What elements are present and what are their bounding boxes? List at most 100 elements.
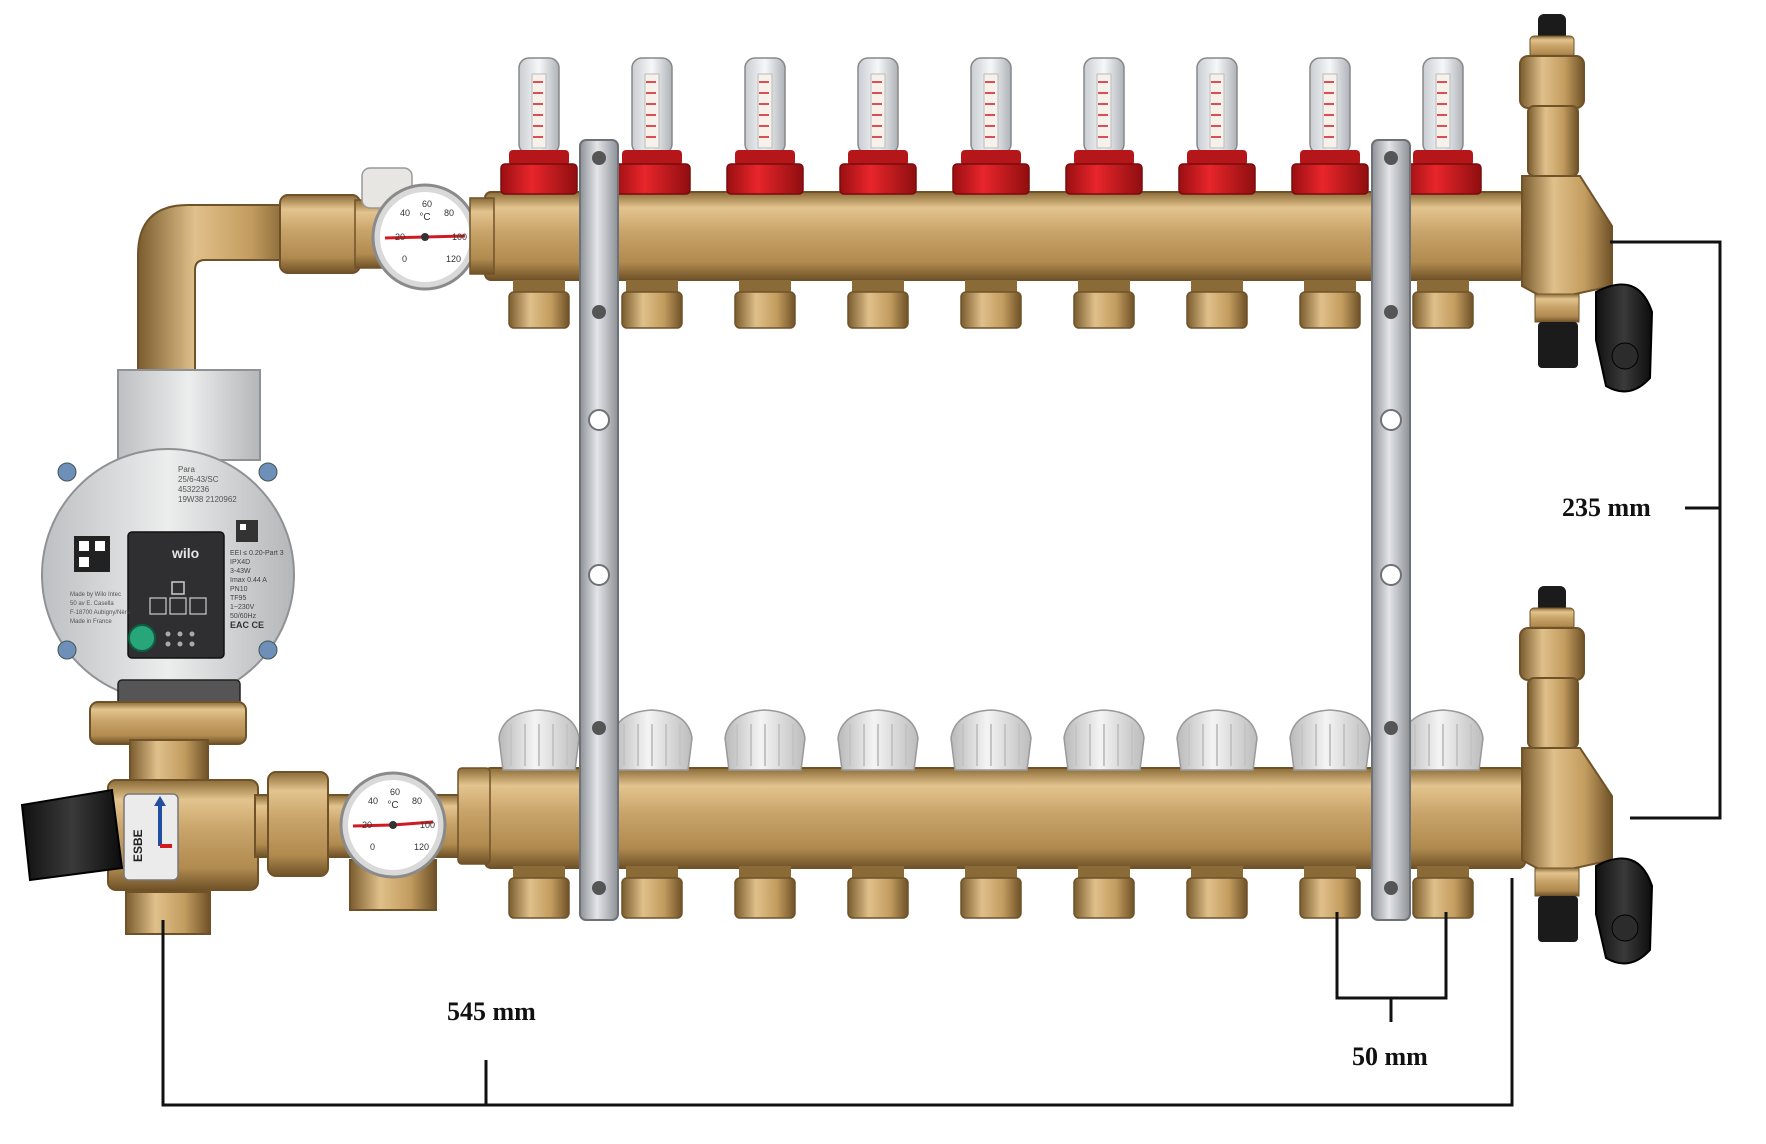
supply-coupling [469, 197, 495, 275]
return-outlet [1412, 866, 1474, 919]
pump-origin-line: 50 av E. Casella [70, 601, 114, 607]
supply-outlet [1299, 280, 1361, 329]
pump-origin: Made by Wilo Intec 50 av E. CasellaF-1870… [70, 592, 131, 625]
gauge-tick: 100 [452, 232, 467, 242]
pump-spec-line: Imax 0.44 A [230, 577, 267, 584]
height-dimension-label: 235 mm [1562, 493, 1651, 523]
gauge-tick: 80 [444, 208, 454, 218]
return-valve-cap-group [498, 709, 1484, 771]
flowmeter[interactable] [1065, 57, 1143, 195]
supply-manifold-bar [484, 191, 1526, 281]
return-valve-cap[interactable] [1289, 709, 1371, 771]
return-valve-cap[interactable] [950, 709, 1032, 771]
return-outlet [1073, 866, 1135, 919]
supply-outlet [1073, 280, 1135, 329]
return-outlet [508, 866, 570, 919]
gauge-unit: °C [387, 800, 398, 811]
gauge-unit: °C [419, 212, 430, 223]
pump-origin-line: F-18700 Aubigny/Nère [70, 610, 131, 616]
pump-origin-line: Made in France [70, 619, 112, 625]
pump-nameplate-line: Para [178, 465, 195, 474]
return-outlet [734, 866, 796, 919]
return-outlet-group [508, 866, 1474, 919]
gauge-tick: 60 [390, 787, 400, 797]
supply-thermometer: °C 20 40 60 80 100 120 0 [361, 167, 479, 291]
gauge-tick: 0 [370, 842, 375, 852]
qr-code-icon [236, 520, 258, 542]
return-drain-valve[interactable] [1538, 857, 1654, 965]
gauge-tick: 0 [402, 254, 407, 264]
return-valve-cap[interactable] [837, 709, 919, 771]
flowmeter[interactable] [613, 57, 691, 195]
dimension-spacing [1335, 912, 1448, 1022]
gauge-tick: 40 [368, 796, 378, 806]
dimension-width [161, 878, 1514, 1107]
flowmeter[interactable] [500, 57, 578, 195]
return-valve-cap[interactable] [1176, 709, 1258, 771]
bracket-left [579, 139, 619, 921]
supply-outlet [734, 280, 796, 329]
gauge-tick: 20 [362, 820, 372, 830]
gauge-tick: 80 [412, 796, 422, 806]
bracket-right [1371, 139, 1411, 921]
supply-outlet-group [508, 280, 1474, 329]
return-valve-cap[interactable] [498, 709, 580, 771]
pump-spec-line: IPX4D [230, 559, 250, 566]
flowmeter[interactable] [1178, 57, 1256, 195]
valve-brand: ESBE [131, 829, 145, 862]
flowmeter[interactable] [1291, 57, 1369, 195]
flowmeter[interactable] [1404, 57, 1482, 195]
flowmeter[interactable] [839, 57, 917, 195]
return-thermometer: °C 20 40 60 80 100 120 0 [339, 771, 447, 879]
return-end-fitting [1519, 586, 1613, 897]
gauge-tick: 100 [420, 820, 435, 830]
return-manifold-bar [484, 767, 1526, 869]
esbe-mixing-valve: ESBE [20, 779, 259, 935]
pump-nameplate-line: 4532236 [178, 485, 210, 494]
pump-control-panel [127, 531, 225, 659]
pump-mode-button[interactable] [128, 624, 156, 652]
return-valve-cap[interactable] [1402, 709, 1484, 771]
flowmeter[interactable] [952, 57, 1030, 195]
gauge-tick: 120 [446, 254, 461, 264]
return-valve-cap[interactable] [1063, 709, 1145, 771]
supply-outlet [621, 280, 683, 329]
mode-icon [171, 581, 185, 595]
pump-spec-line: PN10 [230, 586, 248, 593]
flowmeter-group [500, 57, 1482, 195]
gauge-tick: 20 [395, 232, 405, 242]
circulation-pump: Para 25/6-43/SC 4532236 19W38 2120962 wi… [41, 369, 295, 707]
pump-union [89, 701, 247, 787]
pump-spec-line: EEI ≤ 0.20-Part 3 [230, 550, 284, 557]
supply-outlet [960, 280, 1022, 329]
gauge-tick: 120 [414, 842, 429, 852]
gauge-tick: 40 [400, 208, 410, 218]
elbow-pipe [137, 194, 386, 381]
gauge-tick: 60 [422, 199, 432, 209]
supply-outlet [508, 280, 570, 329]
supply-outlet [1186, 280, 1248, 329]
pump-spec-line: TF95 [230, 595, 246, 602]
dimension-height [1610, 240, 1722, 820]
width-dimension-label: 545 mm [447, 997, 536, 1027]
return-valve-cap[interactable] [724, 709, 806, 771]
pump-spec-line: 1~230V [230, 604, 255, 611]
mode-icon [189, 597, 207, 615]
return-outlet [621, 866, 683, 919]
flowmeter[interactable] [726, 57, 804, 195]
pump-brand: wilo [171, 545, 199, 561]
return-valve-cap[interactable] [611, 709, 693, 771]
spacing-dimension-label: 50 mm [1352, 1042, 1428, 1072]
supply-drain-valve[interactable] [1538, 283, 1654, 393]
pump-spec-line: 50/60Hz [230, 613, 257, 620]
supply-outlet [847, 280, 909, 329]
supply-outlet [1412, 280, 1474, 329]
return-outlet [960, 866, 1022, 919]
supply-end-fitting [1519, 14, 1613, 323]
valve-actuator-knob[interactable] [20, 788, 124, 882]
return-outlet [847, 866, 909, 919]
mode-icon [169, 597, 187, 615]
pump-origin-line: Made by Wilo Intec [70, 592, 121, 598]
